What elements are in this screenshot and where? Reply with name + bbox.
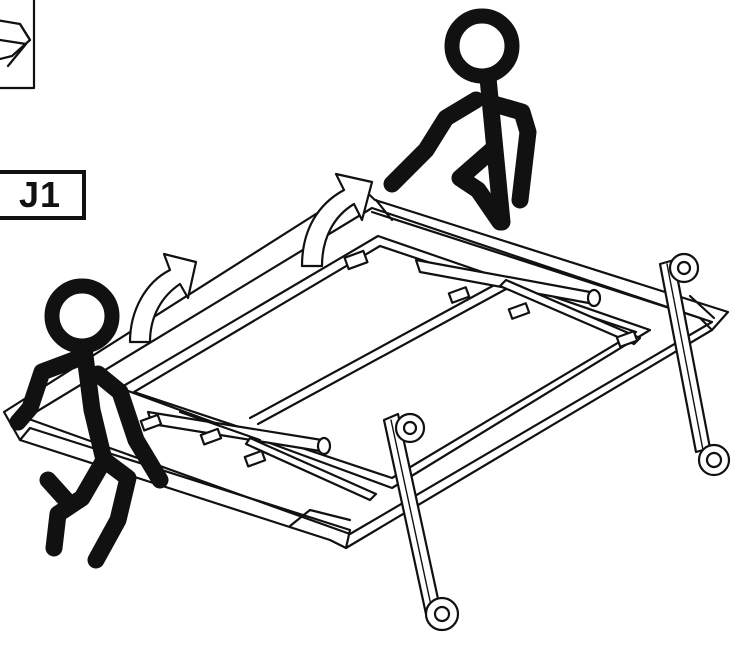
back-leg <box>660 254 729 475</box>
caster-wheel-icon <box>426 598 458 630</box>
caster-wheel-icon <box>396 414 424 442</box>
caster-wheel-icon <box>670 254 698 282</box>
previous-step-thumbnail <box>0 0 34 88</box>
person-icon <box>392 16 528 222</box>
step-label: J1 <box>0 170 86 220</box>
caster-wheel-icon <box>699 445 729 475</box>
